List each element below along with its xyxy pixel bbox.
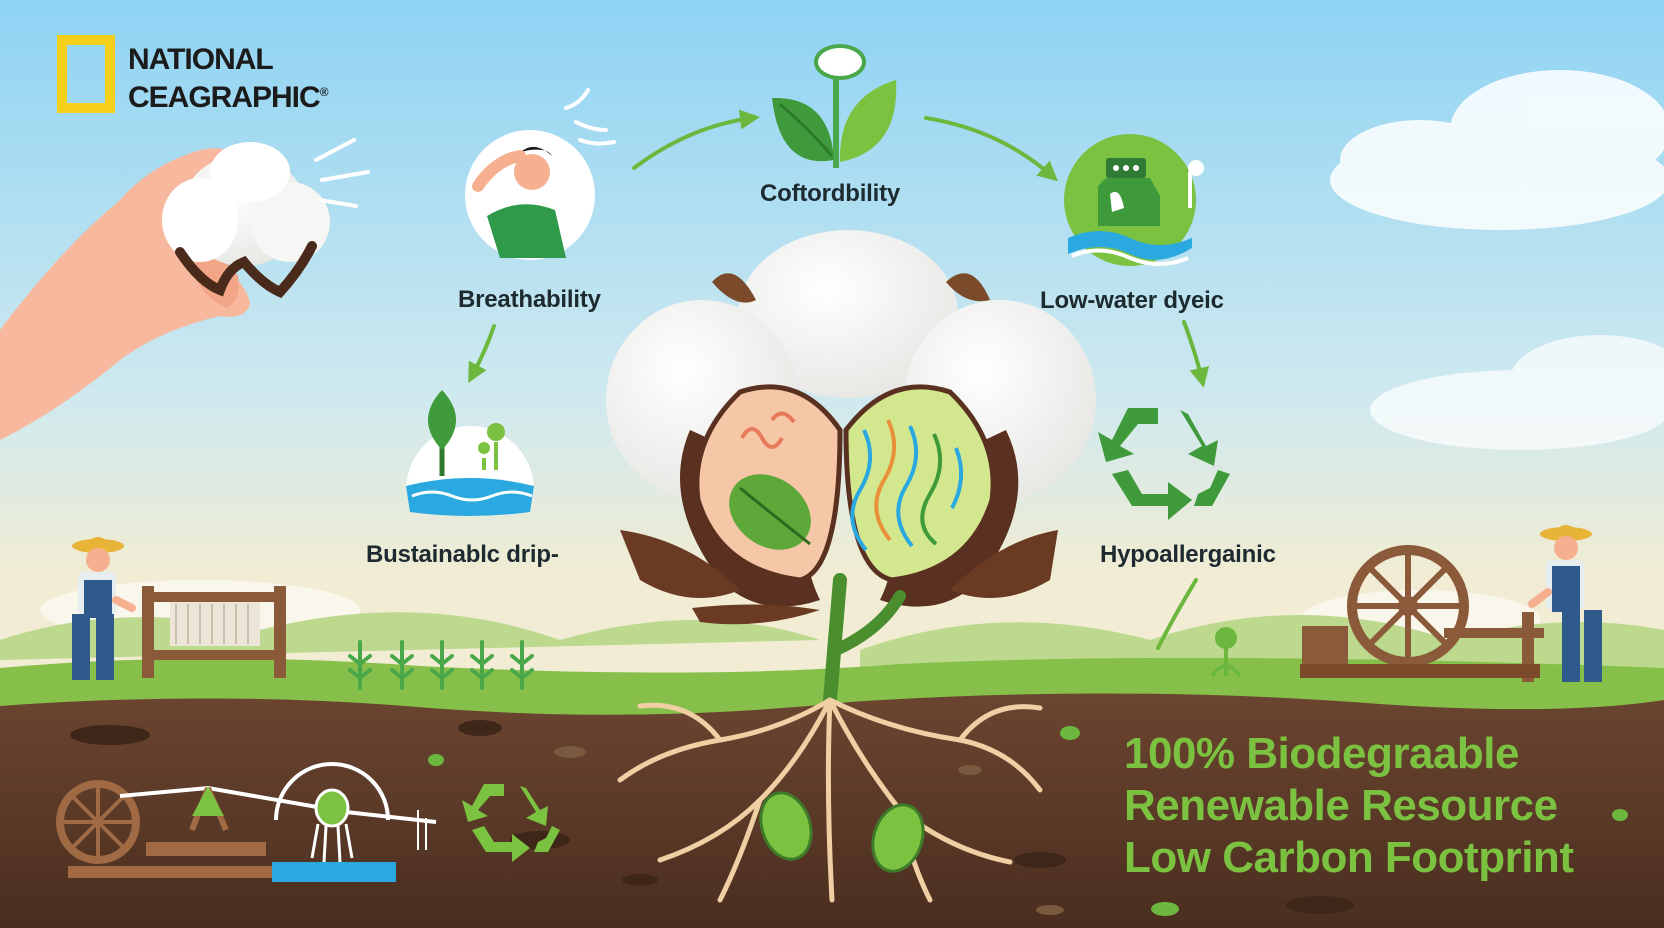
logo-line-2: CEAGRAPHIC®	[128, 81, 329, 114]
soil-specks	[554, 746, 1064, 915]
label-hypoallergenic: Hypoallergainic	[1100, 541, 1276, 568]
flow-arrows	[468, 109, 1210, 388]
claim-biodegradable: 100% Biodegraable	[1124, 729, 1520, 778]
soil-seeds	[428, 726, 1628, 916]
recycle-icon	[462, 784, 560, 862]
farmer-icon	[72, 537, 136, 680]
farmer-icon	[1528, 525, 1602, 682]
tree-water-icon	[406, 390, 534, 516]
water-dye-machine-icon	[1064, 134, 1204, 266]
claims-block: 100% Biodegraable Renewable Resource Low…	[1124, 728, 1574, 884]
loom-icon	[142, 586, 286, 678]
cloud-icon	[1370, 335, 1664, 450]
cotton-boll-icon	[606, 230, 1096, 707]
crop-rows	[348, 640, 534, 690]
soil	[0, 693, 1664, 928]
recycle-icon	[1098, 408, 1230, 520]
seed-pod-icon	[759, 791, 925, 873]
irrigation-icon	[56, 762, 437, 882]
logo-frame-icon	[57, 35, 115, 113]
person-wiping-brow-icon	[465, 88, 616, 260]
claim-renewable: Renewable Resource	[1124, 781, 1558, 830]
label-sustainable: Bustainablc drip-	[366, 541, 559, 568]
label-breathability: Breathability	[458, 286, 601, 313]
label-low-water: Low-water dyeic	[1040, 287, 1224, 314]
sprout-icon	[1210, 627, 1242, 678]
logo-trademark: ®	[319, 85, 329, 99]
brand-logo: NATIONAL CEAGRAPHIC®	[128, 43, 329, 114]
cloud-icon	[1330, 70, 1664, 230]
claim-low-carbon: Low Carbon Footprint	[1124, 833, 1574, 882]
spinning-wheel-icon	[1300, 545, 1544, 682]
sprout-icon	[772, 44, 897, 168]
hand-holding-cotton-icon	[0, 138, 370, 440]
label-comfort: Coftordbility	[760, 180, 901, 207]
flow-arrow-tail	[1156, 578, 1198, 650]
logo-line-1: NATIONAL	[128, 43, 274, 76]
